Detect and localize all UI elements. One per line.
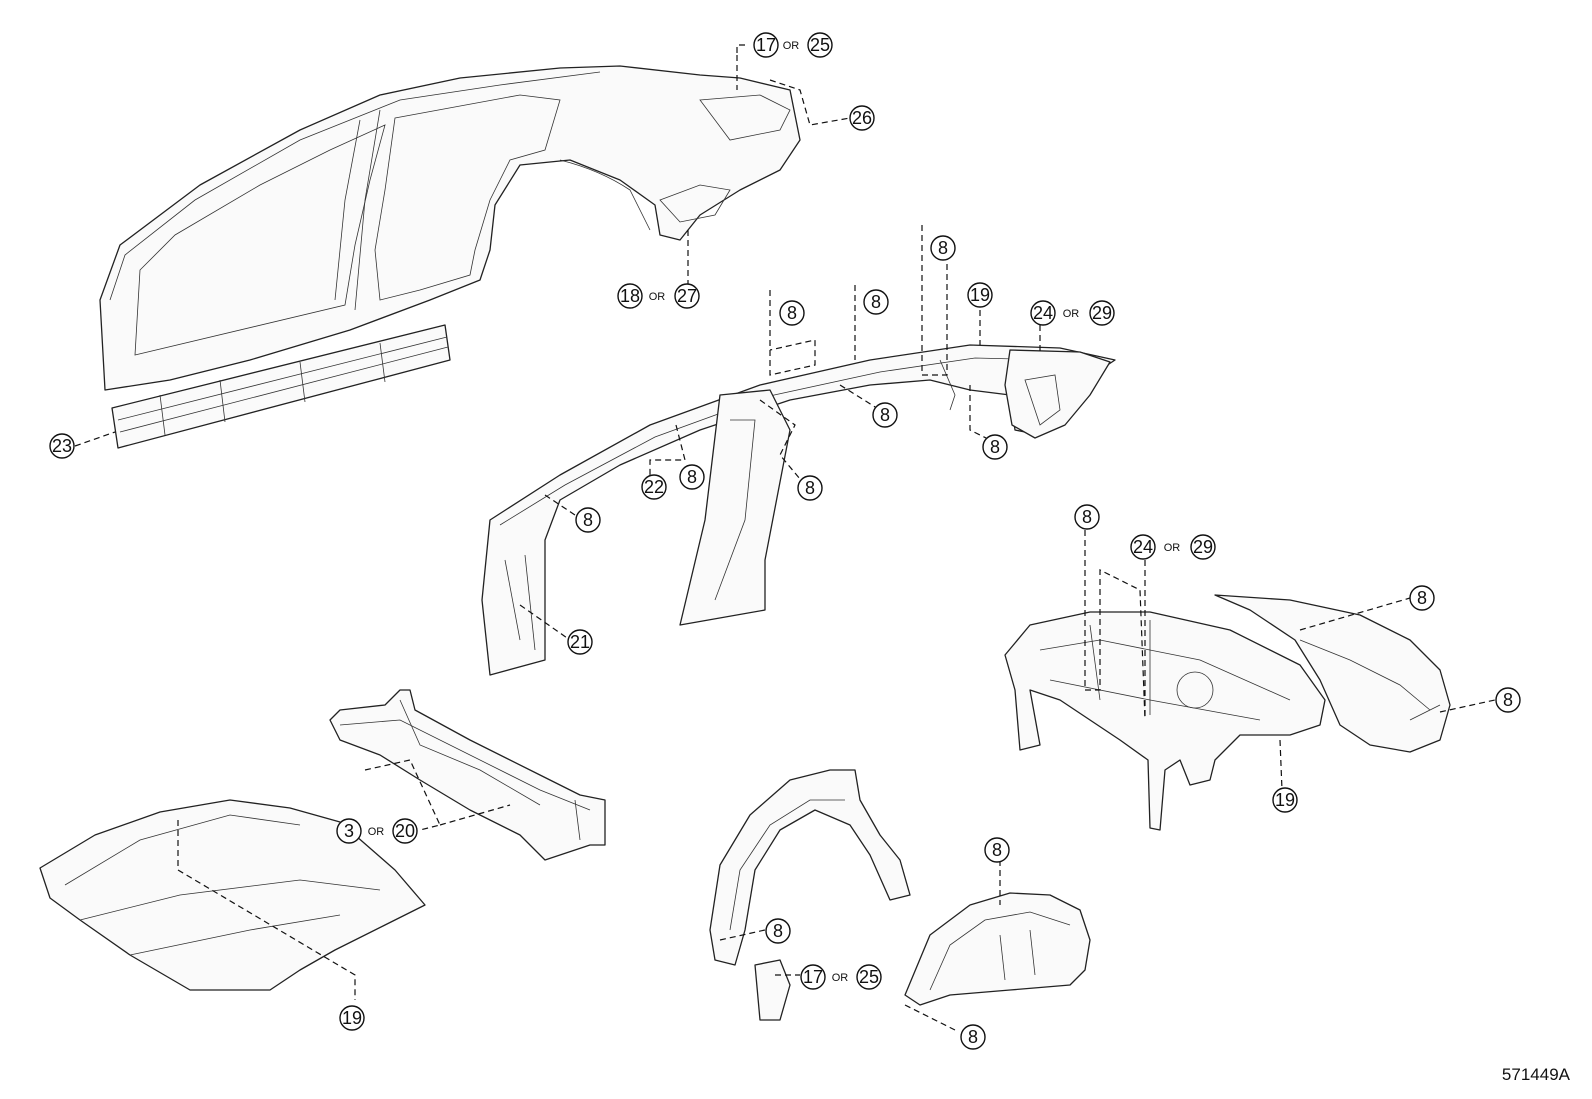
svg-text:8: 8 [773,921,783,941]
svg-text:29: 29 [1193,537,1213,557]
callout-8-h[interactable]: 8 [575,507,601,533]
svg-text:25: 25 [810,35,830,55]
trunk-lid [1214,594,1451,753]
callout-19-a[interactable]: 19 [967,282,993,308]
roof-side-rail-and-pillars [481,344,1116,676]
callouts: 17 OR 25 26 18 OR 27 23 8 8 8 19 24 OR 2… [49,32,1521,1050]
callout-19-c[interactable]: 19 [339,1005,365,1031]
svg-text:8: 8 [583,510,593,530]
callout-8-b[interactable]: 8 [863,289,889,315]
svg-text:25: 25 [859,967,879,987]
or-label: OR [1063,308,1080,320]
callout-8-e[interactable]: 8 [982,434,1008,460]
svg-text:21: 21 [570,632,590,652]
svg-text:3: 3 [344,821,354,841]
svg-text:8: 8 [968,1027,978,1047]
callout-18[interactable]: 18 [617,283,643,309]
svg-text:8: 8 [787,303,797,323]
svg-text:19: 19 [1275,790,1295,810]
callout-23[interactable]: 23 [49,433,75,459]
svg-text:18: 18 [620,286,640,306]
callout-8-c[interactable]: 8 [930,235,956,261]
callout-19-b[interactable]: 19 [1272,787,1298,813]
svg-text:17: 17 [756,35,776,55]
callout-3[interactable]: 3 [336,818,362,844]
callout-8-j[interactable]: 8 [1409,585,1435,611]
cowl-panel [329,689,606,861]
callout-17-bottom[interactable]: 17 [800,964,826,990]
callout-8-n[interactable]: 8 [960,1024,986,1050]
callout-27[interactable]: 27 [674,283,700,309]
svg-text:8: 8 [992,840,1002,860]
callout-29-b[interactable]: 29 [1190,534,1216,560]
or-label: OR [832,972,849,984]
svg-text:19: 19 [970,285,990,305]
front-wheel-apron [709,769,911,1021]
callout-8-m[interactable]: 8 [984,837,1010,863]
callout-21[interactable]: 21 [567,629,593,655]
callout-8-f[interactable]: 8 [797,475,823,501]
svg-text:23: 23 [52,436,72,456]
callout-26[interactable]: 26 [849,105,875,131]
callout-20[interactable]: 20 [392,818,418,844]
svg-text:8: 8 [687,467,697,487]
svg-text:27: 27 [677,286,697,306]
or-label: OR [783,40,800,52]
figure-code: 571449A [1501,1065,1570,1084]
rear-wheel-house [904,892,1091,1006]
callout-8-k[interactable]: 8 [1495,687,1521,713]
callout-8-a[interactable]: 8 [779,300,805,326]
svg-text:8: 8 [871,292,881,312]
callout-24-a[interactable]: 24 [1030,300,1056,326]
callout-8-g[interactable]: 8 [679,464,705,490]
callout-22[interactable]: 22 [641,474,667,500]
svg-text:24: 24 [1133,537,1153,557]
callout-8-d[interactable]: 8 [872,402,898,428]
svg-text:8: 8 [1082,507,1092,527]
svg-text:8: 8 [805,478,815,498]
svg-text:26: 26 [852,108,872,128]
svg-text:22: 22 [644,477,664,497]
svg-text:20: 20 [395,821,415,841]
callout-29-a[interactable]: 29 [1089,300,1115,326]
rocker-side-member [111,324,451,449]
callout-25-bottom[interactable]: 25 [856,964,882,990]
svg-text:24: 24 [1033,303,1053,323]
svg-text:8: 8 [1503,690,1513,710]
body-side-outer-panel [99,65,801,391]
svg-text:19: 19 [342,1008,362,1028]
hood-panel [39,799,426,991]
rear-floor-pan [1004,611,1326,831]
callout-8-l[interactable]: 8 [765,918,791,944]
callout-25-top[interactable]: 25 [807,32,833,58]
callout-24-b[interactable]: 24 [1130,534,1156,560]
callout-8-i[interactable]: 8 [1074,504,1100,530]
svg-text:8: 8 [938,238,948,258]
svg-text:17: 17 [803,967,823,987]
svg-text:8: 8 [1417,588,1427,608]
or-label: OR [649,291,666,303]
svg-text:8: 8 [990,437,1000,457]
callout-17-top[interactable]: 17 [753,32,779,58]
or-label: OR [368,826,385,838]
svg-text:29: 29 [1092,303,1112,323]
or-label: OR [1164,542,1181,554]
leader-lines [74,44,1496,1031]
svg-text:8: 8 [880,405,890,425]
